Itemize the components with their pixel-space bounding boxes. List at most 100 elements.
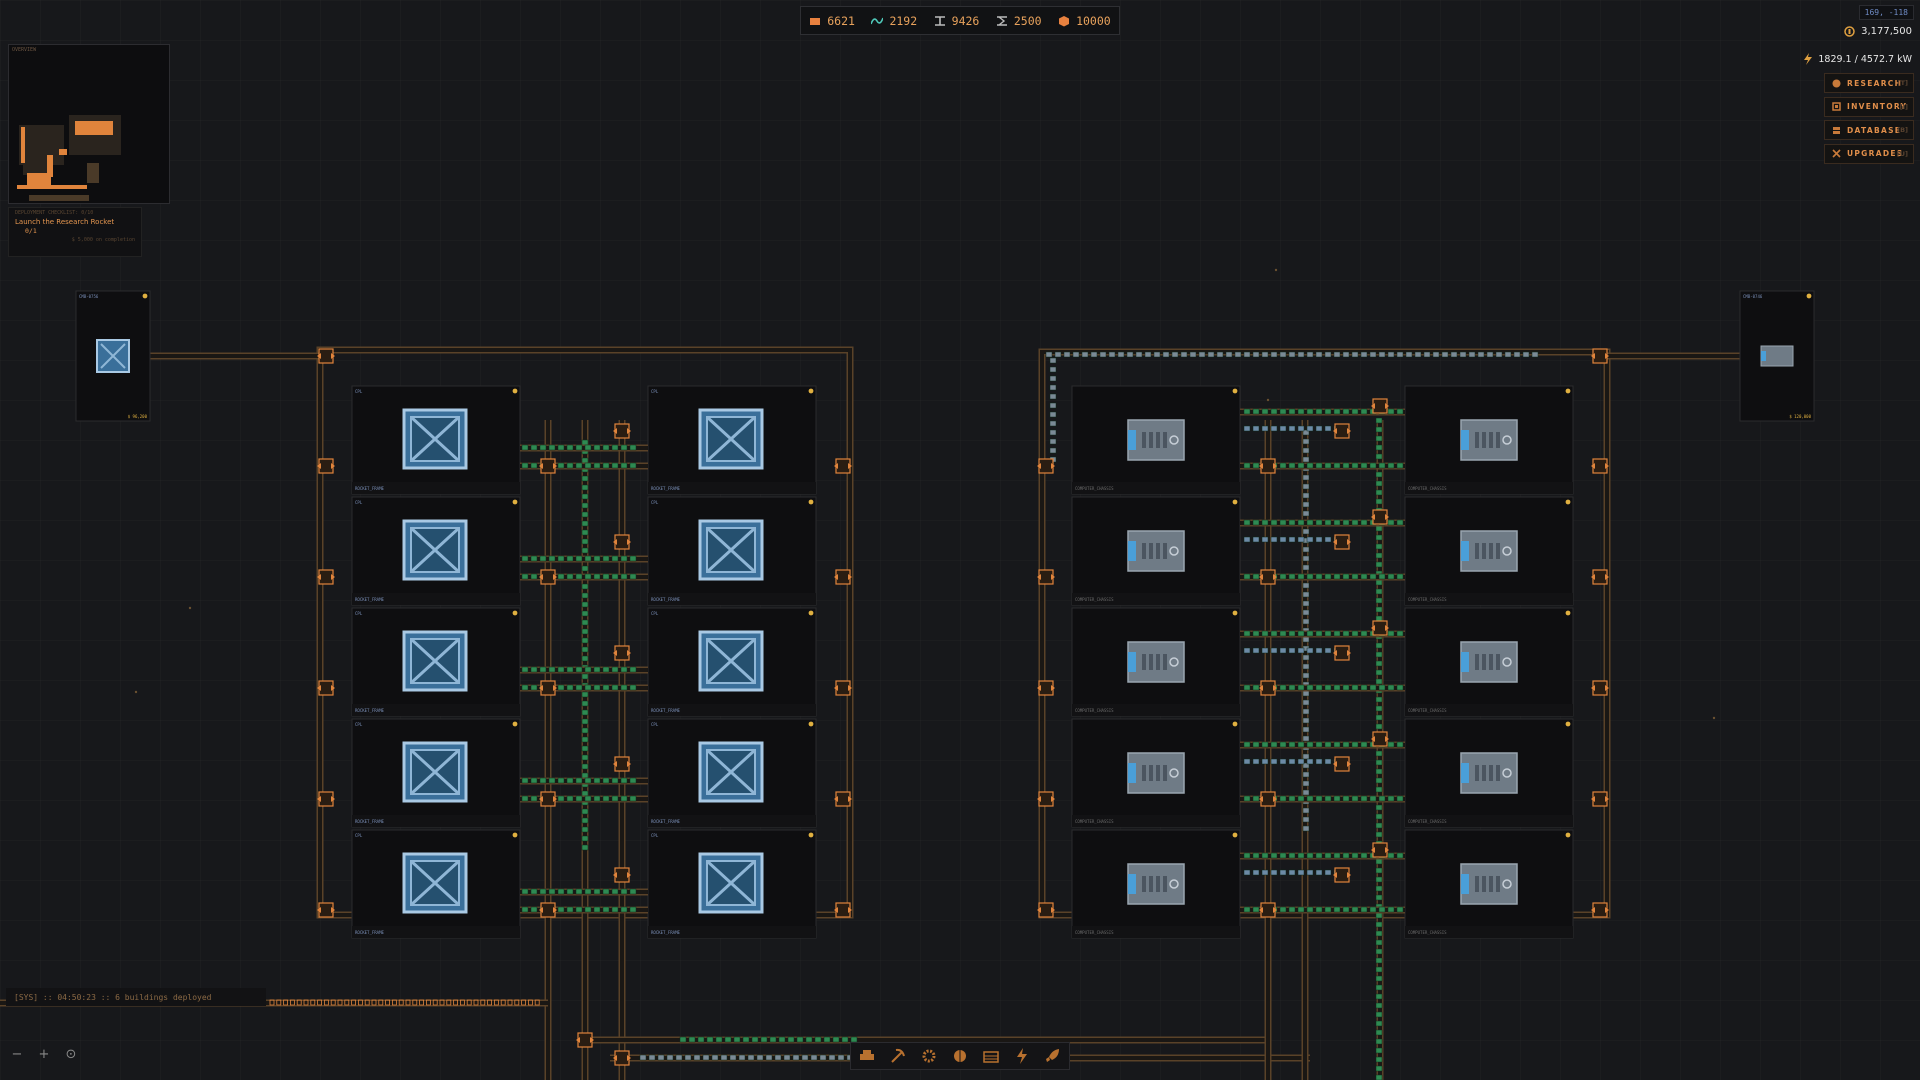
minimap-canvas[interactable] [9,45,169,203]
belt-junction[interactable] [1037,458,1055,474]
conveyor-tool-button[interactable] [858,1047,876,1065]
computer-chassis-assembler[interactable]: COMPUTER_CHASSIS [1404,829,1574,939]
computer-chassis-assembler[interactable]: COMPUTER_CHASSIS [1071,607,1241,717]
pickaxe-tool-button[interactable] [889,1047,907,1065]
belt-junction[interactable] [613,534,631,550]
recenter-button[interactable]: ⊙ [65,1047,77,1062]
computer-chassis-assembler[interactable]: COMPUTER_CHASSIS [1404,385,1574,495]
computer-chassis-assembler[interactable]: COMPUTER_CHASSIS [1071,829,1241,939]
belt-item [1315,573,1323,580]
belt-junction[interactable] [834,458,852,474]
belt-junction[interactable] [539,791,557,807]
lightning-tool-button[interactable] [1013,1047,1031,1065]
belt-junction[interactable] [539,458,557,474]
belt-junction[interactable] [1259,569,1277,585]
menu-upgrades[interactable]: UPGRADES[U] [1824,143,1914,164]
belt-junction[interactable] [1371,398,1389,414]
junction-frame [614,867,630,883]
belt-junction[interactable] [1259,902,1277,918]
belt-junction[interactable] [317,348,335,364]
zoom-out-button[interactable]: − [11,1047,23,1062]
crate-cross [705,859,757,907]
belt-junction[interactable] [1037,569,1055,585]
belt-junction[interactable] [613,1050,631,1066]
belt-junction[interactable] [613,645,631,661]
belt-junction[interactable] [1591,348,1609,364]
belt-item [1302,600,1310,607]
belt-junction[interactable] [317,791,335,807]
computer-chassis-assembler[interactable]: COMPUTER_CHASSIS [1404,607,1574,717]
belt-junction[interactable] [834,680,852,696]
belt-junction[interactable] [317,458,335,474]
belt-item [344,999,350,1006]
zoom-in-button[interactable]: + [38,1047,50,1062]
rocket-tool-button[interactable] [1044,1047,1062,1065]
belt-junction[interactable] [613,867,631,883]
belt-junction[interactable] [317,569,335,585]
computer-chassis-assembler[interactable]: COMPUTER_CHASSIS [1404,718,1574,828]
menu-inventory[interactable]: INVENTORY[I] [1824,96,1914,117]
belt-junction[interactable] [1333,867,1351,883]
belt-junction[interactable] [834,791,852,807]
belt-junction[interactable] [834,569,852,585]
chassis-slot [1163,654,1167,670]
belt-junction[interactable] [1333,534,1351,550]
source-depot[interactable]: CMB-0746$ 120,000 [1739,290,1815,422]
belt-junction[interactable] [1333,423,1351,439]
brain-tool-button[interactable] [951,1047,969,1065]
belt-junction[interactable] [1037,902,1055,918]
crate-icon [402,741,468,803]
belt-junction[interactable] [1591,680,1609,696]
belt-junction[interactable] [1037,791,1055,807]
computer-chassis-assembler[interactable]: COMPUTER_CHASSIS [1071,385,1241,495]
belt-junction[interactable] [539,680,557,696]
factory-tool-button[interactable] [982,1047,1000,1065]
belt-junction[interactable] [1259,458,1277,474]
belt-junction[interactable] [1371,842,1389,858]
belt-junction[interactable] [1591,902,1609,918]
belt-item [581,844,589,851]
computer-chassis-assembler[interactable]: COMPUTER_CHASSIS [1071,496,1241,606]
belt-junction[interactable] [1591,791,1609,807]
belt-junction[interactable] [613,423,631,439]
belt-junction[interactable] [1333,645,1351,661]
belt-junction[interactable] [1591,569,1609,585]
minimap[interactable]: OVERVIEW [8,44,170,204]
belt-junction[interactable] [1591,458,1609,474]
belt-junction[interactable] [317,680,335,696]
chassis-slot [1149,543,1153,559]
belt-junction[interactable] [317,902,335,918]
belt-junction[interactable] [1333,756,1351,772]
menu-database[interactable]: DATABASE[B] [1824,120,1914,140]
belt-junction[interactable] [834,902,852,918]
belt-junction[interactable] [1259,791,1277,807]
belt-junction[interactable] [1371,509,1389,525]
belt-item [620,777,628,784]
computer-chassis-assembler[interactable]: COMPUTER_CHASSIS [1404,496,1574,606]
objective-panel[interactable]: DEPLOYMENT CHECKLIST: 0/10 Launch the Re… [8,207,142,257]
belt-junction[interactable] [1371,731,1389,747]
menu-research[interactable]: RESEARCH[T] [1824,73,1914,93]
belt-junction[interactable] [539,569,557,585]
belt-item [1270,425,1278,432]
belt-junction[interactable] [539,902,557,918]
belt-junction[interactable] [1037,680,1055,696]
belt-junction[interactable] [1259,680,1277,696]
gear-tool-button[interactable] [920,1047,938,1065]
belt-junction[interactable] [1371,620,1389,636]
computer-chassis-assembler[interactable]: COMPUTER_CHASSIS [1071,718,1241,828]
source-depot[interactable]: CMB-0756$ 96,200 [75,290,151,422]
belt-junction[interactable] [576,1032,594,1048]
belt-junction[interactable] [613,756,631,772]
